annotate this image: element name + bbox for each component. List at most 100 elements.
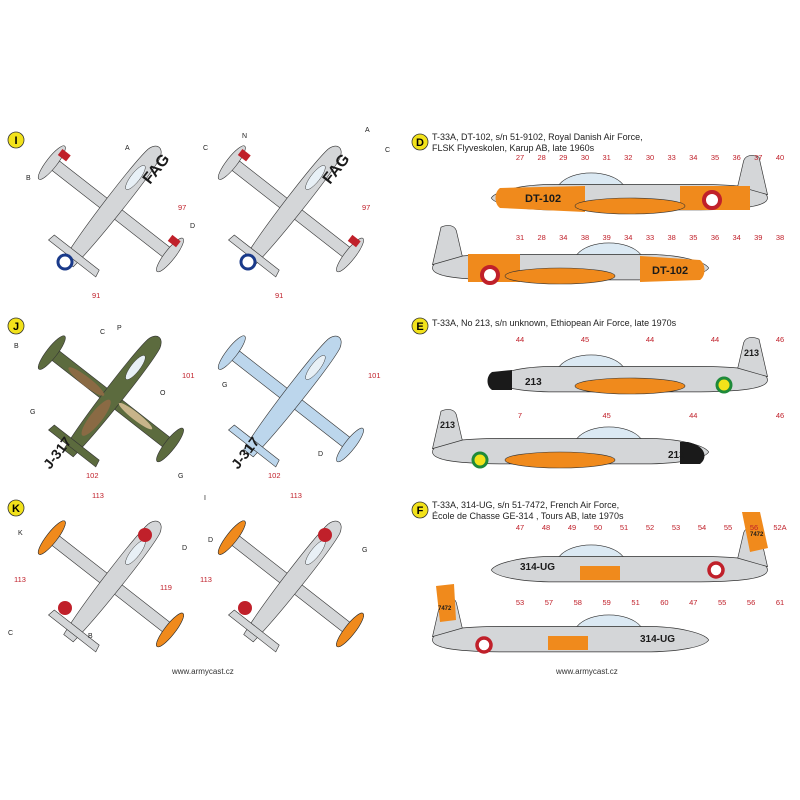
hinomaru-3 (318, 528, 332, 542)
callout-A-b: A (365, 127, 370, 134)
callout-number: 45 (581, 335, 589, 344)
callout-number: 54 (698, 523, 706, 532)
serial-E-2: 213 (668, 450, 685, 461)
badge-I (7, 131, 25, 149)
orange-tank-D-2 (504, 267, 616, 285)
orange-tank-E (574, 377, 686, 395)
profile-K: K 113 119 113 K C D G I B 113 113 D G (4, 472, 403, 688)
callout-number: 44 (711, 335, 719, 344)
callout-number: 51 (620, 523, 628, 532)
callout-K-B: B (88, 633, 93, 640)
callout-number: 44 (689, 411, 697, 420)
orange-fin-F-2 (436, 584, 456, 622)
callout-number: 36 (711, 233, 719, 242)
orange-tank-D (574, 197, 686, 215)
callout-97-b: 97 (362, 203, 370, 212)
callout-K-D-b: D (208, 537, 213, 544)
roundel-F-1 (707, 561, 725, 579)
profile-E: E T-33A, No 213, s/n unknown, Ethiopean … (411, 317, 768, 469)
callout-number: 34 (689, 153, 697, 162)
callout-number: 60 (660, 598, 668, 607)
callout-113: 113 (92, 491, 104, 500)
callout-number: 51 (631, 598, 639, 607)
callout-113-b: 113 (14, 575, 26, 584)
callout-K-K: K (18, 530, 23, 537)
profile-D: D T-33A, DT-102, s/n 51-9102, Royal Dani… (411, 132, 768, 285)
callout-number: 57 (545, 598, 553, 607)
callout-number: 55 (718, 598, 726, 607)
caption-F-2: École de Chasse GE-314 , Tours AB, late … (432, 511, 624, 521)
badge-I-letter: I (14, 135, 17, 147)
callout-101: 101 (182, 371, 195, 380)
footer-left: www.armycast.cz (171, 667, 234, 676)
orange-nose-D-2 (640, 256, 705, 282)
hinomaru-1 (138, 528, 152, 542)
callout-number: 49 (568, 523, 576, 532)
callout-number: 47 (516, 523, 524, 532)
callout-K-G: G (178, 473, 183, 480)
callout-K-G-b: G (362, 547, 367, 554)
badge-D (411, 133, 429, 151)
callout-A: A (125, 145, 130, 152)
callout-number: 29 (559, 153, 567, 162)
callout-number: 53 (672, 523, 680, 532)
callout-J-G-b: G (222, 382, 227, 389)
badge-F-letter: F (417, 505, 424, 517)
callout-number: 61 (776, 598, 784, 607)
serial-F-1: 314-UG (520, 562, 555, 573)
callout-119: 119 (160, 583, 172, 592)
callout-number: 56 (747, 598, 755, 607)
callout-number: 56 (750, 523, 758, 532)
callout-113-d: 113 (200, 575, 212, 584)
roundel-F-2 (475, 636, 493, 654)
badge-K-letter: K (12, 503, 20, 515)
callout-102-b: 102 (268, 471, 281, 480)
callout-97: 97 (178, 203, 186, 212)
callout-K-D: D (182, 545, 187, 552)
callout-number: 30 (646, 153, 654, 162)
callout-102: 102 (86, 471, 99, 480)
callout-C-b: C (385, 147, 390, 154)
serial-D-1: DT-102 (525, 193, 561, 205)
callout-number: 44 (646, 335, 654, 344)
callout-number: 53 (516, 598, 524, 607)
callout-number: 50 (594, 523, 602, 532)
callout-J-C: C (100, 329, 105, 336)
callout-J-O: O (160, 390, 166, 397)
badge-J (7, 317, 25, 335)
callout-J-D-b: D (318, 451, 323, 458)
callout-number: 46 (776, 335, 784, 344)
aircraft-I-bottom (184, 97, 403, 313)
callout-number: 38 (776, 233, 784, 242)
callout-number: 39 (754, 233, 762, 242)
tail-F-2: 7472 (438, 606, 452, 612)
callout-number: 48 (542, 523, 550, 532)
callout-number: 35 (689, 233, 697, 242)
caption-D-1: T-33A, DT-102, s/n 51-9102, Royal Danish… (432, 132, 643, 142)
roundel-E-2 (471, 451, 489, 469)
aircraft-F-side-1 (490, 527, 768, 583)
caption-F-1: T-33A, 314-UG, s/n 51-7472, French Air F… (432, 500, 619, 510)
callout-number: 31 (516, 233, 524, 242)
callout-number: 46 (776, 411, 784, 420)
callout-number: 45 (603, 411, 611, 420)
callout-91-b: 91 (275, 291, 283, 300)
aircraft-I-top (4, 97, 223, 313)
callout-C: C (203, 145, 208, 152)
callout-B: B (26, 175, 31, 182)
hinomaru-2 (58, 601, 72, 615)
badge-J-letter: J (13, 321, 19, 333)
callout-number: 40 (776, 153, 784, 162)
aircraft-J-top (4, 287, 223, 503)
callout-number: 33 (646, 233, 654, 242)
roundel-D-1 (702, 190, 722, 210)
aircraft-K-bottom (184, 472, 403, 688)
black-nose-E (487, 370, 512, 390)
callout-number: 37 (754, 153, 762, 162)
callout-number: 52A (773, 523, 786, 532)
roundel-D-2 (480, 265, 500, 285)
hinomaru-4 (238, 601, 252, 615)
callout-91: 91 (92, 291, 100, 300)
orange-fin-F-1 (742, 512, 768, 552)
